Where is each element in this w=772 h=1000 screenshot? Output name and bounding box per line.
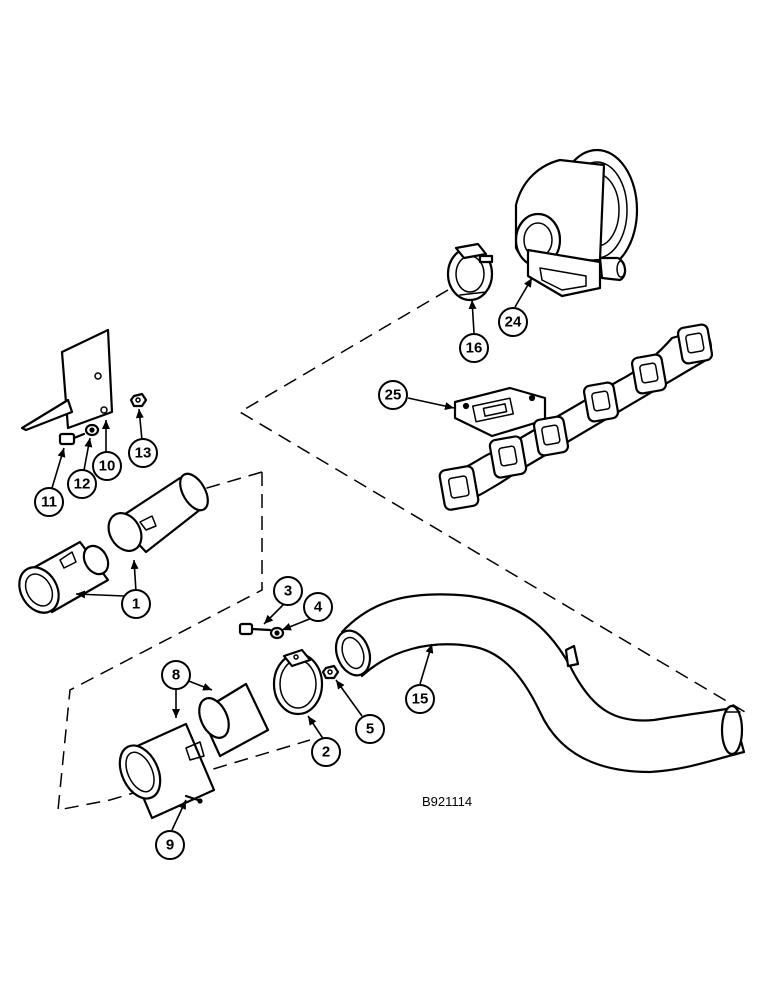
svg-text:1: 1 (132, 596, 140, 613)
bolt-11 (58, 432, 86, 446)
callout-24: 24 (498, 307, 528, 337)
manifold-flange-2 (488, 435, 528, 479)
washer-12 (84, 423, 100, 437)
svg-text:11: 11 (41, 494, 57, 511)
svg-text:4: 4 (314, 599, 323, 616)
svg-text:2: 2 (322, 744, 330, 761)
v-band-clamp (446, 242, 494, 302)
callout-leaders (51, 277, 533, 831)
manifold-flange-3 (532, 415, 570, 457)
svg-text:24: 24 (505, 314, 522, 331)
callout-25: 25 (378, 380, 408, 410)
manifold-flange-1 (438, 465, 480, 511)
callout-5: 5 (355, 714, 385, 744)
callout-4: 4 (303, 592, 333, 622)
nut-13 (129, 392, 148, 408)
bolt-3 (238, 622, 272, 636)
callout-11: 11 (34, 487, 64, 517)
turbocharger (514, 148, 639, 298)
exhaust-pipe-15 (334, 593, 746, 774)
exhaust-manifold (438, 323, 714, 511)
callout-12: 12 (67, 469, 97, 499)
svg-text:13: 13 (135, 445, 152, 462)
mounting-bracket (20, 328, 114, 432)
manifold-flange-5 (630, 353, 668, 395)
svg-text:8: 8 (172, 667, 180, 684)
svg-text:12: 12 (74, 476, 91, 493)
callout-8: 8 (161, 660, 191, 690)
exhaust-clamp-2 (272, 648, 324, 716)
svg-text:25: 25 (385, 387, 402, 404)
dashed-group-pipes (57, 471, 311, 811)
tailpipe-upper (107, 472, 209, 554)
screw-9 (184, 794, 203, 804)
svg-text:5: 5 (366, 721, 374, 738)
svg-text:9: 9 (166, 837, 174, 854)
washer-4 (269, 626, 285, 640)
callout-13: 13 (128, 438, 158, 468)
manifold-flange-6 (676, 323, 714, 365)
svg-text:3: 3 (284, 583, 292, 600)
muffler-pipe-upper (198, 682, 270, 758)
svg-text:15: 15 (412, 691, 429, 708)
nut-5 (321, 664, 340, 680)
callout-3: 3 (273, 576, 303, 606)
svg-text:10: 10 (99, 458, 116, 475)
callout-2: 2 (311, 737, 341, 767)
tailpipe-lower (18, 540, 110, 614)
callout-9: 9 (155, 830, 185, 860)
manifold-flange-4 (582, 381, 620, 423)
callout-15: 15 (405, 684, 435, 714)
svg-text:16: 16 (466, 340, 483, 357)
callout-1: 1 (121, 589, 151, 619)
muffler-pipe-lower (118, 722, 216, 820)
callout-10: 10 (92, 451, 122, 481)
callout-16: 16 (459, 333, 489, 363)
drawing-code: B921114 (422, 794, 472, 809)
